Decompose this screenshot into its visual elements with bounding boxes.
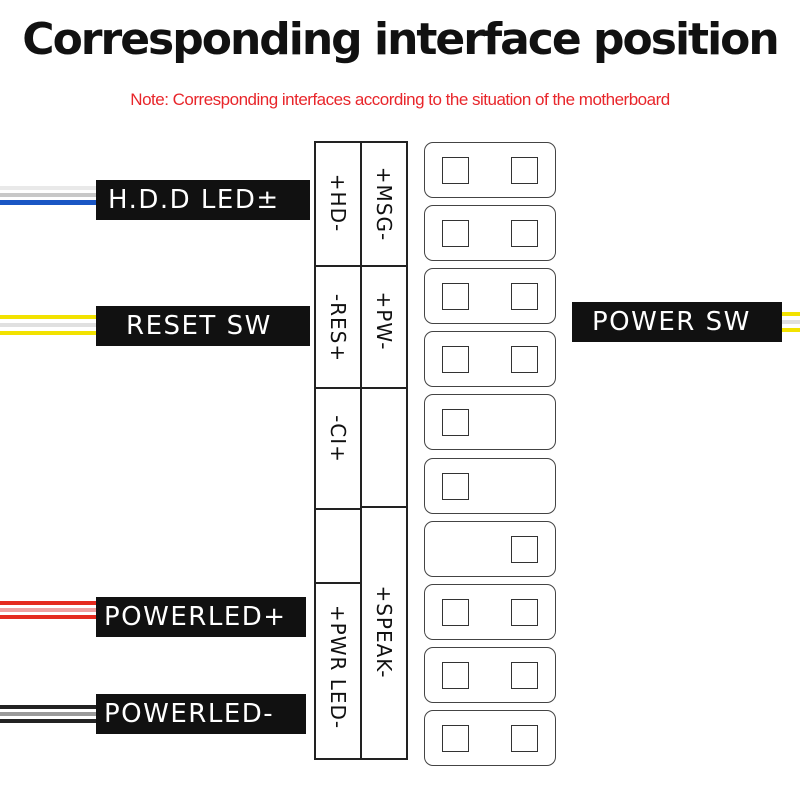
pin-left xyxy=(442,346,469,373)
pin-right xyxy=(511,536,538,563)
powerled-plus-label: POWERLED+ xyxy=(96,597,306,637)
pin-row xyxy=(424,710,556,766)
pin-left xyxy=(442,662,469,689)
ci-label: -CI+ xyxy=(326,415,350,463)
pin-right xyxy=(511,346,538,373)
pin-right xyxy=(511,599,538,626)
powerled-plus-wire xyxy=(0,601,110,619)
hd-label: +HD- xyxy=(326,173,350,233)
pin-left xyxy=(442,283,469,310)
pin-right xyxy=(511,662,538,689)
pin-right xyxy=(511,157,538,184)
pin-left xyxy=(442,157,469,184)
blank-left-cell xyxy=(314,508,362,584)
pin-row xyxy=(424,142,556,198)
note-text: Note: Corresponding interfaces according… xyxy=(130,90,670,109)
res-label: -RES+ xyxy=(326,293,350,363)
pin-row xyxy=(424,458,556,514)
speak-cell xyxy=(360,506,408,760)
pw-cell xyxy=(360,265,408,389)
pin-right xyxy=(511,220,538,247)
blank-right-cell xyxy=(360,387,408,508)
speak-label: +SPEAK- xyxy=(372,585,396,679)
page-title: Corresponding interface position xyxy=(22,14,779,65)
msg-cell xyxy=(360,141,408,267)
pin-left xyxy=(442,409,469,436)
pin-right xyxy=(511,283,538,310)
msg-label: +MSG- xyxy=(372,166,396,242)
pwr-led-label: +PWR LED- xyxy=(326,604,350,730)
power-sw-wire xyxy=(772,312,800,332)
pin-row xyxy=(424,268,556,324)
pw-label: +PW- xyxy=(372,291,396,351)
hdd-led-wire xyxy=(0,186,110,205)
powerled-minus-label: POWERLED- xyxy=(96,694,306,734)
pin-row xyxy=(424,205,556,261)
pin-row xyxy=(424,647,556,703)
powerled-minus-wire xyxy=(0,705,110,723)
reset-sw-label: RESET SW xyxy=(96,306,310,346)
pin-left xyxy=(442,473,469,500)
reset-sw-wire xyxy=(0,315,110,335)
pin-row xyxy=(424,584,556,640)
pin-left xyxy=(442,725,469,752)
pin-left xyxy=(442,599,469,626)
pin-row xyxy=(424,394,556,450)
pin-right xyxy=(511,725,538,752)
hdd-led-label: H.D.D LED± xyxy=(96,180,310,220)
pin-left xyxy=(442,220,469,247)
pin-row xyxy=(424,331,556,387)
pin-row xyxy=(424,521,556,577)
power-sw-label: POWER SW xyxy=(572,302,782,342)
